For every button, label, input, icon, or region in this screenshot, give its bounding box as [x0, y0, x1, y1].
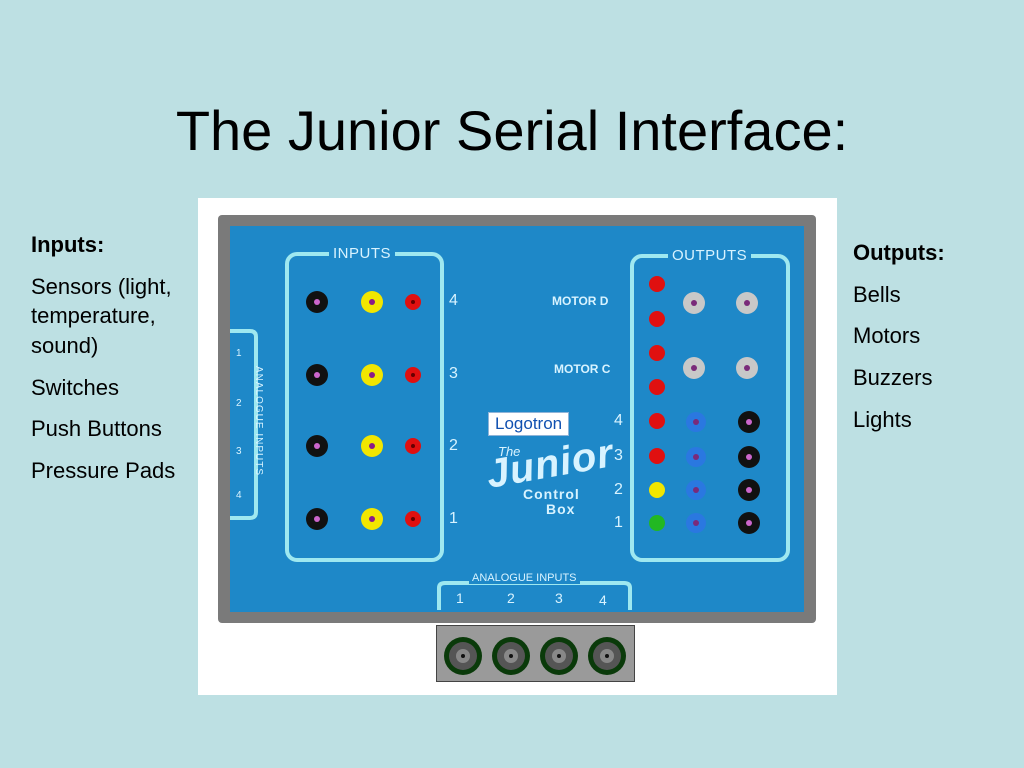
output-number-2: 2 [614, 481, 623, 498]
output-number-4: 4 [614, 412, 623, 429]
inputs-list: Inputs: Sensors (light, temperature, sou… [31, 230, 201, 498]
logotron-logo: Logotron [488, 412, 570, 436]
analogue-connector-2 [492, 637, 530, 675]
outputs-item-lights: Lights [853, 406, 912, 432]
analogue-side-number-3: 3 [236, 446, 242, 457]
output-number-3: 3 [614, 447, 623, 464]
output-sockets [649, 276, 760, 534]
outputs-item-motors: Motors [853, 323, 921, 349]
input-number-1: 1 [449, 510, 458, 527]
slide-title: The Junior Serial Interface: [175, 98, 849, 162]
analogue-side-number-1: 1 [236, 348, 242, 359]
analogue-bottom-number-4: 4 [599, 592, 607, 608]
interface-diagram: INPUTS OUTPUTS 4 3 2 1 4 3 2 1 MOTOR D M… [198, 198, 837, 695]
outputs-heading: Outputs: [853, 240, 945, 265]
inputs-item-pressure-pads: Pressure Pads [31, 458, 176, 484]
input-number-2: 2 [449, 437, 458, 454]
product-sub-control: Control [523, 486, 580, 502]
analogue-bottom-title: ANALOGUE INPUTS [469, 572, 580, 584]
outputs-list: Outputs: Bells Motors Buzzers Lights [853, 238, 1013, 446]
outputs-title: OUTPUTS [668, 247, 752, 264]
analogue-side-number-4: 4 [236, 490, 242, 501]
input-row-3 [306, 364, 421, 386]
analogue-connector-1 [444, 637, 482, 675]
inputs-title: INPUTS [329, 245, 396, 262]
motor-d-label: MOTOR D [552, 294, 609, 308]
input-number-4: 4 [449, 292, 458, 309]
analogue-connector-4 [588, 637, 626, 675]
side-analogue-bracket [230, 329, 258, 520]
product-the-label: The [498, 444, 521, 459]
input-row-4 [306, 291, 421, 313]
motor-c-label: MOTOR C [554, 362, 611, 376]
analogue-bottom-number-1: 1 [456, 590, 464, 606]
analogue-connector-3 [540, 637, 578, 675]
input-number-3: 3 [449, 365, 458, 382]
inputs-item-push-buttons: Push Buttons [31, 416, 162, 442]
inputs-heading: Inputs: [31, 232, 105, 257]
input-row-1 [306, 508, 421, 530]
analogue-bottom-number-2: 2 [507, 590, 515, 606]
outputs-item-buzzers: Buzzers [853, 365, 933, 391]
output-number-1: 1 [614, 514, 623, 531]
analogue-side-title: ANALOGUE INPUTS [253, 366, 264, 477]
outputs-item-bells: Bells [853, 281, 901, 307]
input-row-2 [306, 435, 421, 457]
inputs-item-sensors: Sensors (light, temperature, sound) [31, 273, 172, 359]
product-sub-box: Box [546, 501, 576, 517]
analogue-connector-strip [436, 625, 635, 682]
input-sockets [306, 291, 421, 530]
analogue-connectors [444, 637, 626, 675]
analogue-bottom-number-3: 3 [555, 590, 563, 606]
analogue-side-number-2: 2 [236, 398, 242, 409]
inputs-item-switches: Switches [31, 374, 120, 400]
